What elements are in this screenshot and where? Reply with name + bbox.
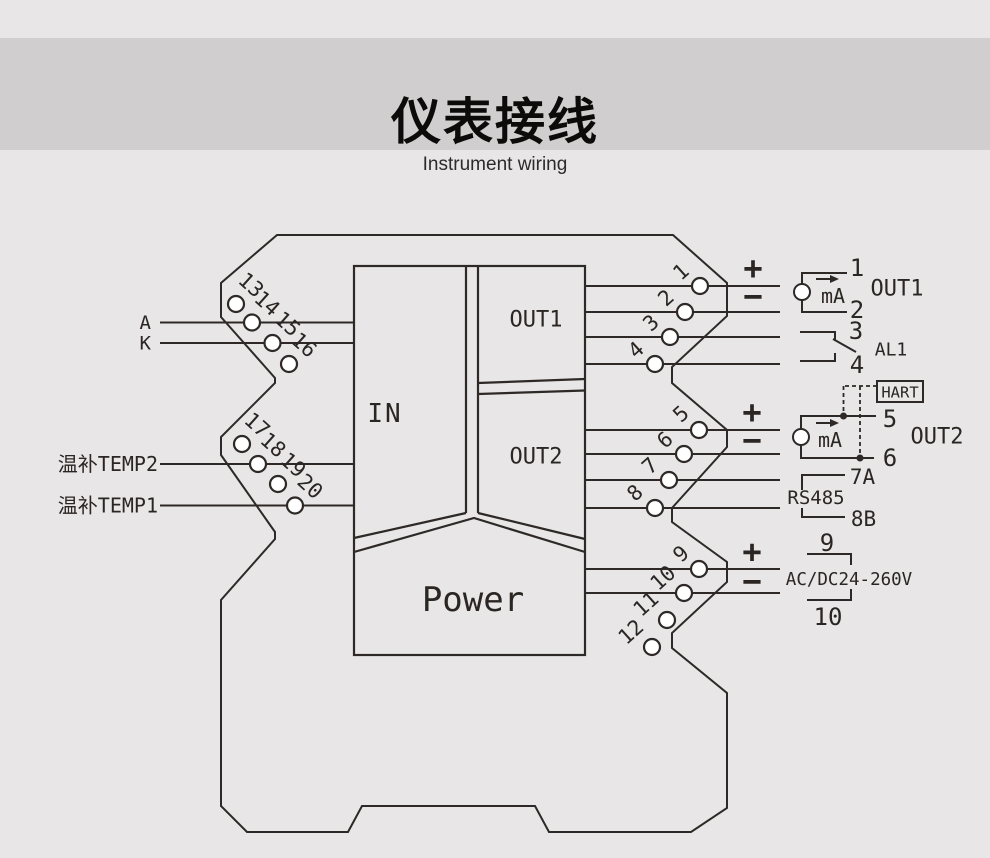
terminal-2 xyxy=(675,302,695,322)
junction-dot-6 xyxy=(856,454,864,462)
out2-name-label: OUT2 xyxy=(911,425,964,450)
out1-name-label: OUT1 xyxy=(871,277,924,302)
terminal-20 xyxy=(285,496,305,515)
rs485-port-symbol: RS485 7A 8B xyxy=(787,465,876,531)
power-minus-label: − xyxy=(742,562,761,600)
terminal-3 xyxy=(660,327,680,347)
rs485-terminal-7a-label: 7A xyxy=(850,465,876,489)
terminal-2-label: 2 xyxy=(653,285,678,311)
header-band: 仪表接线 Instrument wiring xyxy=(0,38,990,174)
out1-plus-label: + xyxy=(743,249,762,287)
device-housing-outline xyxy=(220,234,728,833)
out1-out2-divider-top xyxy=(477,377,586,385)
terminal-5 xyxy=(689,420,709,440)
input-a-label: A xyxy=(140,312,152,334)
power-divider-upper-left xyxy=(353,511,467,540)
out2-output-symbol: + − mA 5 6 OUT2 xyxy=(742,393,963,472)
out1-output-symbol: + − mA 1 2 OUT1 xyxy=(743,249,923,324)
terminal-10 xyxy=(674,583,694,603)
alarm-relay-symbol: 3 4 AL1 xyxy=(800,317,907,379)
out1-current-arrowhead-icon xyxy=(830,275,839,283)
terminal-19 xyxy=(268,474,288,494)
rs485-bracket-bottom xyxy=(801,508,845,518)
power-terminal-10-label: 10 xyxy=(814,603,843,631)
input-temp2-label: 温补TEMP2 xyxy=(58,452,158,476)
out1-current-source-icon xyxy=(793,283,811,301)
terminal-18 xyxy=(248,454,268,474)
out2-minus-label: − xyxy=(742,421,761,459)
terminal-14 xyxy=(242,313,262,332)
power-terminal-9-label: 9 xyxy=(820,529,834,557)
terminal-7-label: 7 xyxy=(637,453,662,479)
hart-label: HART xyxy=(881,384,918,402)
terminal-17 xyxy=(232,434,252,454)
power-plus-label: + xyxy=(742,533,761,571)
block-power-label: Power xyxy=(422,580,524,620)
out2-current-source-icon xyxy=(792,428,810,446)
rs485-bracket-top xyxy=(801,474,845,490)
terminal-1-label: 1 xyxy=(668,259,693,285)
terminal-9 xyxy=(689,559,709,579)
out2-terminal-5-label: 5 xyxy=(883,405,897,433)
power-supply-symbol: + − 9 10 AC/DC24-260V xyxy=(742,529,912,631)
device-body xyxy=(352,264,587,657)
power-divider-lower xyxy=(353,516,586,554)
terminal-15 xyxy=(263,333,282,353)
power-bracket-bottom xyxy=(807,589,852,601)
rs485-name-label: RS485 xyxy=(787,487,844,509)
block-out1-label: OUT1 xyxy=(510,308,563,333)
terminal-5-label: 5 xyxy=(668,401,693,427)
out2-ma-label: mA xyxy=(818,428,842,452)
power-bracket-top xyxy=(807,553,852,565)
hart-box xyxy=(876,380,924,403)
hart-connection: HART xyxy=(842,380,924,458)
input-k-label: K xyxy=(140,333,152,355)
relay-fixed-contact-bottom xyxy=(800,353,836,362)
out1-terminal-1-label: 1 xyxy=(850,254,864,282)
out2-current-arrowhead-icon xyxy=(830,419,839,427)
block-in-label: IN xyxy=(367,399,402,429)
out2-plus-label: + xyxy=(742,393,761,431)
terminal-1 xyxy=(690,276,710,296)
terminal-11 xyxy=(657,610,677,630)
out2-terminal-6-label: 6 xyxy=(883,444,897,472)
junction-dot-5 xyxy=(840,412,847,420)
terminal-9-label: 9 xyxy=(668,541,693,567)
page-title: 仪表接线 xyxy=(391,94,599,150)
out1-terminal-2-label: 2 xyxy=(850,296,864,324)
terminal-4-label: 4 xyxy=(623,337,648,363)
page-subtitle: Instrument wiring xyxy=(422,154,568,175)
terminal-4 xyxy=(645,354,665,374)
terminal-12 xyxy=(642,637,662,657)
rs485-terminal-8b-label: 8B xyxy=(851,507,876,531)
terminal-10-label: 10 xyxy=(646,561,681,596)
out1-minus-label: − xyxy=(743,277,762,315)
terminal-8 xyxy=(645,498,665,518)
terminal-3-label: 3 xyxy=(638,310,663,336)
terminal-16 xyxy=(279,354,299,374)
terminal-7 xyxy=(659,470,679,490)
alarm-name-label: AL1 xyxy=(875,340,908,361)
terminal-8-label: 8 xyxy=(622,480,647,506)
terminal-13 xyxy=(226,294,246,314)
out1-out2-divider-bottom xyxy=(477,389,586,396)
alarm-terminal-3-label: 3 xyxy=(849,317,863,345)
relay-blade-icon xyxy=(832,338,857,353)
power-rating-label: AC/DC24-260V xyxy=(786,570,913,590)
relay-fixed-contact-top xyxy=(800,331,836,340)
block-out2-label: OUT2 xyxy=(510,445,563,470)
power-divider-upper-right xyxy=(477,511,586,541)
terminal-6 xyxy=(674,444,694,464)
input-temp1-label: 温补TEMP1 xyxy=(58,494,158,518)
alarm-terminal-4-label: 4 xyxy=(850,351,864,379)
out1-ma-label: mA xyxy=(821,284,845,308)
